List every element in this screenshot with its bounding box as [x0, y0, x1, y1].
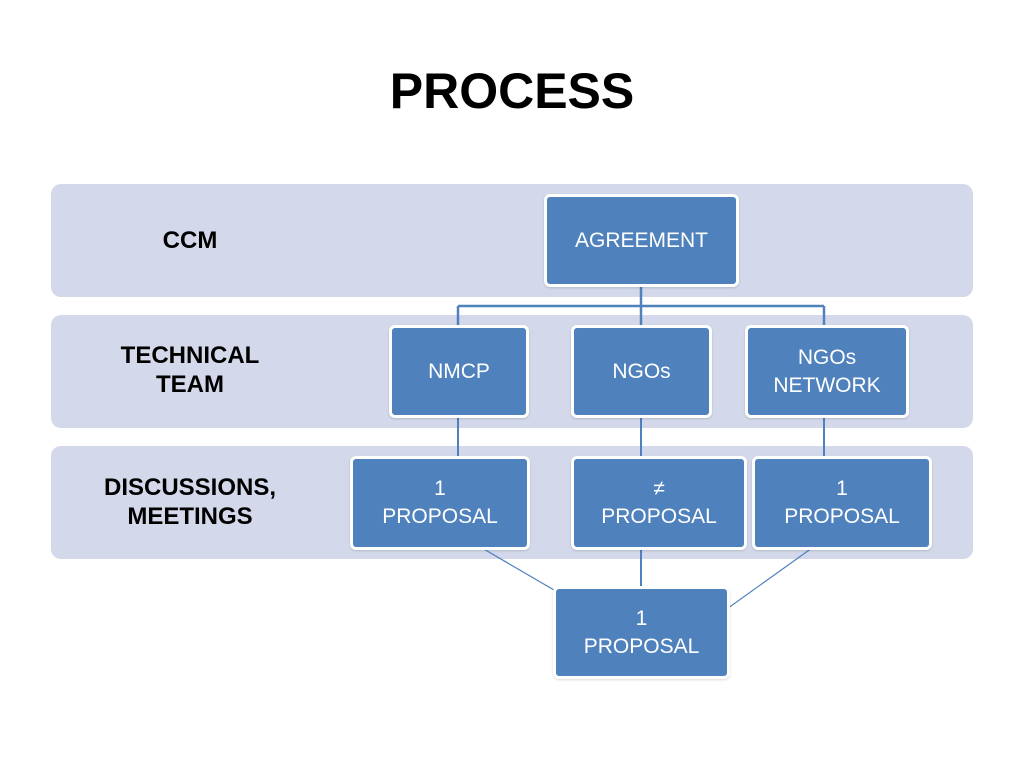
- node-proposal-right: 1 PROPOSAL: [752, 456, 932, 550]
- node-ngos-network: NGOs NETWORK: [745, 325, 909, 418]
- node-ngos-network-line2: NETWORK: [773, 373, 881, 397]
- row-label-discussions-line2: MEETINGS: [127, 503, 253, 530]
- node-proposal-middle: ≠ PROPOSAL: [571, 456, 747, 550]
- node-proposal-middle-line1: ≠: [653, 477, 665, 500]
- node-proposal-final: 1 PROPOSAL: [553, 586, 730, 679]
- node-proposal-left-line1: 1: [434, 477, 446, 500]
- node-ngos-network-line1: NGOs: [797, 345, 857, 369]
- node-ngos-text: NGOs: [612, 359, 671, 383]
- node-agreement: AGREEMENT: [544, 194, 739, 287]
- node-ngos: NGOs: [571, 325, 712, 418]
- page-title: PROCESS: [389, 63, 635, 119]
- node-proposal-left: 1 PROPOSAL: [350, 456, 530, 550]
- row-label-ccm: CCM: [50, 226, 330, 255]
- node-agreement-text: AGREEMENT: [574, 228, 708, 252]
- row-label-technical-team: TECHNICAL TEAM: [50, 341, 330, 399]
- row-label-technical-line1: TECHNICAL: [120, 342, 260, 369]
- node-proposal-final-line2: PROPOSAL: [583, 634, 700, 658]
- connector-left-to-final: [481, 547, 567, 598]
- node-proposal-final-line1: 1: [635, 606, 648, 630]
- node-proposal-right-line1: 1: [836, 477, 848, 500]
- row-label-ccm-text: CCM: [162, 227, 218, 254]
- node-proposal-middle-line2: PROPOSAL: [601, 505, 717, 528]
- node-proposal-left-line2: PROPOSAL: [382, 505, 498, 528]
- connector-right-to-final: [716, 547, 813, 617]
- band-ccm: [51, 184, 973, 297]
- node-proposal-right-line2: PROPOSAL: [784, 505, 900, 528]
- node-nmcp: NMCP: [389, 325, 529, 418]
- row-label-discussions-line1: DISCUSSIONS,: [103, 474, 277, 501]
- row-label-discussions: DISCUSSIONS, MEETINGS: [50, 473, 330, 531]
- row-label-technical-line2: TEAM: [156, 371, 224, 398]
- node-nmcp-text: NMCP: [428, 359, 490, 383]
